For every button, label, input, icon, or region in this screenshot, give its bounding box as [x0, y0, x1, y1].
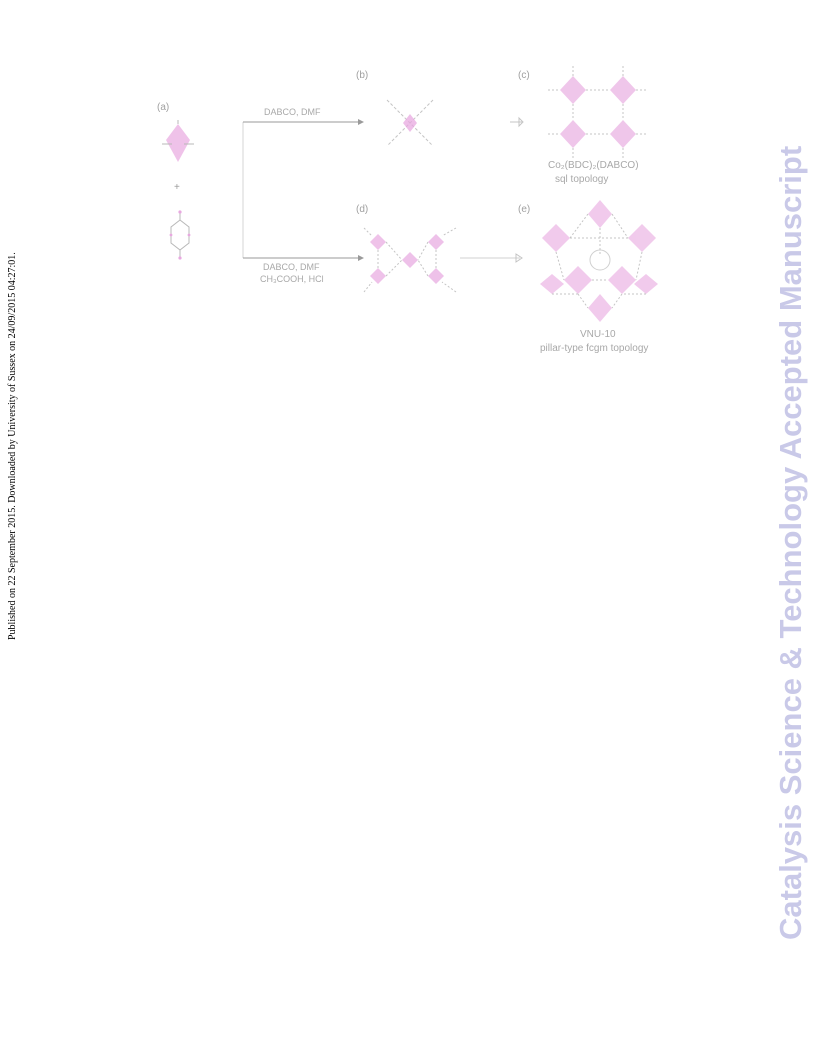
panel-label-b: (b) [356, 70, 369, 81]
published-note: Published on 22 September 2015. Download… [7, 252, 18, 640]
caption-e-line1: VNU-10 [580, 329, 616, 340]
caption-c-line1: Co₂(BDC)₂(DABCO) [548, 160, 639, 171]
plus-sign: + [174, 182, 180, 193]
bottom-condition-line2: CH₃COOH, HCl [260, 274, 324, 284]
panel-label-e: (e) [518, 204, 531, 215]
paddlewheel-sbu-diagram [386, 99, 434, 147]
arrow-to-e [460, 253, 523, 263]
bottom-condition-line1: DABCO, DMF [263, 262, 320, 272]
sql-framework-diagram [548, 66, 648, 160]
top-condition: DABCO, DMF [264, 107, 321, 117]
vnu10-framework-diagram [540, 200, 658, 322]
caption-e-line2: pillar-type fcgm topology [540, 343, 649, 354]
accepted-manuscript-watermark: Catalysis Science & Technology Accepted … [773, 145, 808, 940]
reaction-bracket [242, 119, 364, 261]
metal-cluster-diagram [162, 120, 194, 162]
arrow-to-c [510, 116, 524, 128]
bent-linker-sbu-diagram [363, 227, 457, 293]
linker-molecule-diagram [169, 210, 191, 260]
panel-label-c: (c) [518, 70, 530, 81]
panel-label-a: (a) [157, 102, 170, 113]
caption-c-line2: sql topology [555, 174, 609, 185]
panel-label-d: (d) [356, 204, 369, 215]
